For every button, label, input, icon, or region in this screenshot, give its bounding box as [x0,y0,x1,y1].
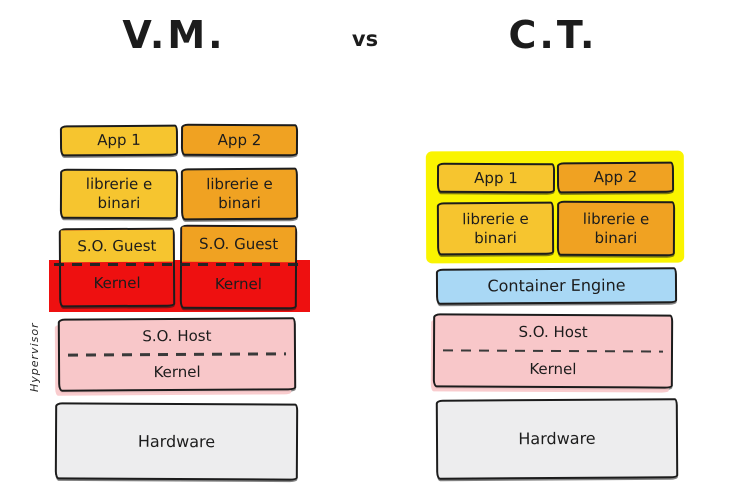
ct-title: C.T. [508,13,598,57]
ct-libraries2-box: librerie e binari [556,200,676,257]
vm-kernel-dashed-line [54,263,306,266]
vm-guest1-kernel-label: Kernel [93,273,141,293]
vm-host-os-label: S.O. Host [142,327,212,346]
ct-libraries1-box: librerie e binari [436,201,555,256]
vm-guest2-os-label: S.O. Guest [182,226,296,263]
vm-guest2-kernel-label: Kernel [214,275,263,294]
hypervisor-label: Hypervisor [28,322,41,393]
vm-guest1-os-label: S.O. Guest [60,229,173,263]
vm-libraries1-box: librerie e binari [59,168,179,220]
ct-host-kernel-label: Kernel [529,359,577,378]
versus-label: vs [351,27,379,51]
vm-libraries2-box: librerie e binari [180,167,299,221]
ct-host-box: S.O. Host Kernel [432,313,674,389]
vm-guest1-box: S.O. Guest Kernel [58,227,176,308]
container-engine-box: Container Engine [435,267,678,305]
ct-hardware-box: Hardware [435,398,679,480]
vm-host-box: S.O. Host Kernel [57,317,297,392]
vm-hardware-box: Hardware [54,402,299,481]
ct-app2-box: App 2 [556,161,675,194]
vm-guest2-box: S.O. Guest Kernel [179,224,298,310]
vm-title: V.M. [122,13,226,57]
ct-host-os-label: S.O. Host [518,323,588,342]
vm-app2-box: App 2 [180,123,299,157]
ct-app1-box: App 1 [436,162,556,194]
vm-app1-box: App 1 [59,124,179,157]
vm-host-kernel-label: Kernel [153,362,201,382]
